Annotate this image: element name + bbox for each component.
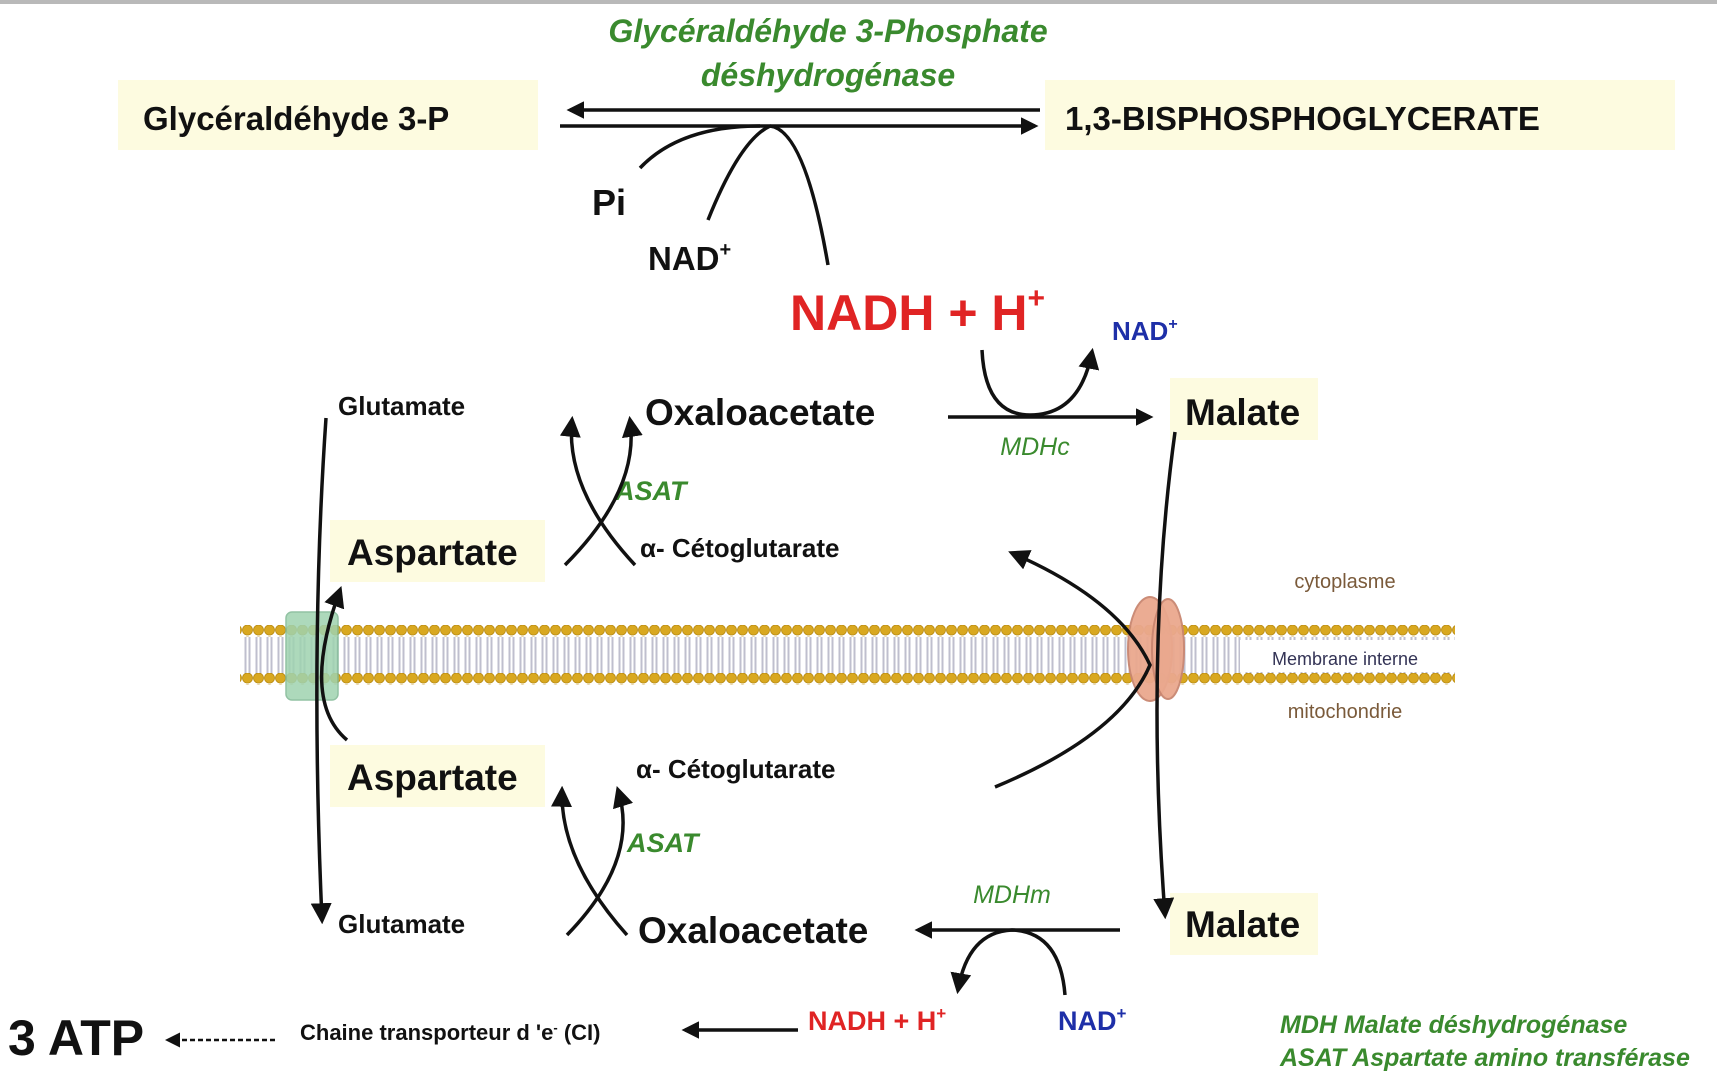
- label-malate-cyto: Malate: [1185, 392, 1300, 433]
- enzyme-gapdh-line1: Glycéraldéhyde 3-Phosphate: [608, 13, 1047, 49]
- highlight-13bpg: [1045, 80, 1675, 150]
- highlight-malate-mito: [1170, 893, 1318, 955]
- legend-asat: ASAT Aspartate amino transférase: [1279, 1044, 1690, 1072]
- highlight-aspartate-mito: [330, 745, 545, 807]
- highlight-aspartate-cyto: [330, 520, 545, 582]
- label-aspartate-mito: Aspartate: [347, 757, 518, 798]
- label-glutamate-cyto: Glutamate: [338, 391, 465, 421]
- asat-mito-arrow-to-aketoglutarate: [565, 785, 634, 937]
- membrane-outer-heads: [240, 625, 1455, 637]
- label-aketoglutarate-cyto: α- Cétoglutarate: [640, 533, 839, 563]
- arrow-aketoglutarate-export: [994, 550, 1152, 789]
- label-glutamate-mito: Glutamate: [338, 909, 465, 939]
- label-nad-mito: NAD+: [1058, 1004, 1127, 1036]
- arrow-malate-import: [1153, 431, 1177, 920]
- label-electron-transport-chain: Chaine transporteur d 'e- (CI): [300, 1020, 601, 1045]
- nad-input-curve: [706, 124, 771, 221]
- enzyme-mdhm: MDHm: [973, 881, 1051, 909]
- mdhc-cofactor-arc: [980, 347, 1100, 417]
- mdhm-cofactor-arc: [950, 928, 1067, 996]
- membrane-inner-heads: [240, 673, 1455, 685]
- legend-mdh: MDH Malate déshydrogénase: [1280, 1011, 1627, 1039]
- label-membrane-interne: Membrane interne: [1272, 649, 1418, 669]
- label-oxaloacetate-cyto: Oxaloacetate: [645, 392, 875, 433]
- asat-cyto-arrow-to-oaa: [563, 415, 643, 567]
- highlight-g3p: [118, 80, 538, 150]
- highlight-malate-cyto: [1170, 378, 1318, 440]
- nadh-output-curve: [769, 124, 830, 266]
- top-border: [0, 0, 1717, 4]
- label-nadh-mito: NADH + H+: [808, 1004, 946, 1036]
- label-3-atp: 3 ATP: [8, 1010, 144, 1066]
- label-cytoplasme: cytoplasme: [1294, 571, 1395, 593]
- arrow-glutamate-import: [310, 417, 332, 925]
- label-nad-cyto: NAD+: [1112, 316, 1178, 346]
- enzyme-asat-mito: ASAT: [626, 828, 701, 858]
- enzyme-asat-cyto: ASAT: [614, 476, 689, 506]
- label-nad-top: NAD+: [648, 239, 731, 277]
- label-glyceraldehyde-3p: Glycéraldéhyde 3-P: [143, 100, 449, 137]
- label-malate-mito: Malate: [1185, 904, 1300, 945]
- enzyme-mdhc: MDHc: [1000, 433, 1070, 461]
- arrow-aspartate-export: [319, 586, 349, 742]
- asat-mito-arrow-to-aspartate: [551, 785, 629, 937]
- enzyme-gapdh-line2: déshydrogénase: [701, 57, 955, 93]
- label-mitochondrie: mitochondrie: [1288, 701, 1403, 723]
- label-13-bisphosphoglycerate: 1,3-BISPHOSPHOGLYCERATE: [1065, 100, 1540, 137]
- label-pi: Pi: [592, 182, 626, 223]
- label-nadh-cyto: NADH + H+: [790, 282, 1045, 341]
- asat-cyto-arrow-to-glutamate: [559, 415, 637, 567]
- label-oxaloacetate-mito: Oxaloacetate: [638, 910, 868, 951]
- membrane-label-bg: [1240, 640, 1465, 672]
- transporter-glutamate-aspartate: [285, 611, 339, 701]
- pi-input-curve: [638, 124, 761, 170]
- label-aspartate-cyto: Aspartate: [347, 532, 518, 573]
- label-aketoglutarate-mito: α- Cétoglutarate: [636, 754, 835, 784]
